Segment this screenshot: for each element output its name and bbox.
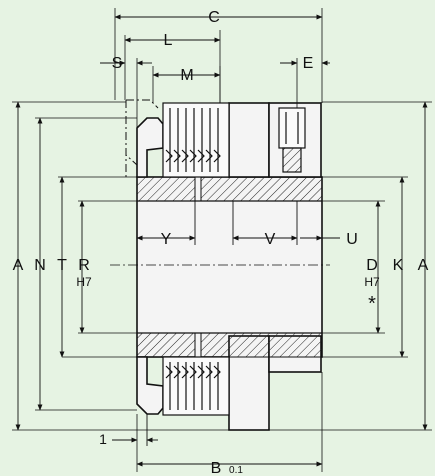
label-k: K [393, 257, 404, 274]
label-t: T [57, 257, 67, 274]
dimension-labels: C L S M E A N T R H7 Y V U D H7 * K A 1 … [13, 9, 429, 476]
label-v: V [265, 231, 276, 248]
label-d: D [366, 257, 378, 274]
bore-lines [137, 200, 322, 334]
set-screw [278, 107, 306, 173]
spring-stack-lower [162, 356, 230, 416]
label-m: M [180, 67, 193, 84]
label-n: N [34, 257, 46, 274]
coupling-body [136, 102, 323, 431]
label-s: S [112, 55, 123, 72]
label-one: 1 [99, 431, 107, 447]
label-d-tolerance: H7 [364, 275, 380, 289]
label-star: * [368, 293, 376, 315]
label-l: L [164, 32, 173, 49]
label-e: E [303, 55, 314, 72]
label-b: B [211, 460, 222, 476]
label-u: U [346, 231, 358, 248]
label-c: C [208, 9, 220, 26]
dimension-lines [15, 14, 428, 467]
label-a-left: A [13, 257, 24, 274]
label-y: Y [161, 231, 172, 248]
label-r-tolerance: H7 [76, 275, 92, 289]
spring-stack-upper [162, 102, 230, 178]
label-a-right: A [418, 257, 429, 274]
label-b-tolerance: 0.1 [229, 465, 243, 476]
label-r: R [78, 257, 90, 274]
extension-lines [12, 8, 432, 472]
